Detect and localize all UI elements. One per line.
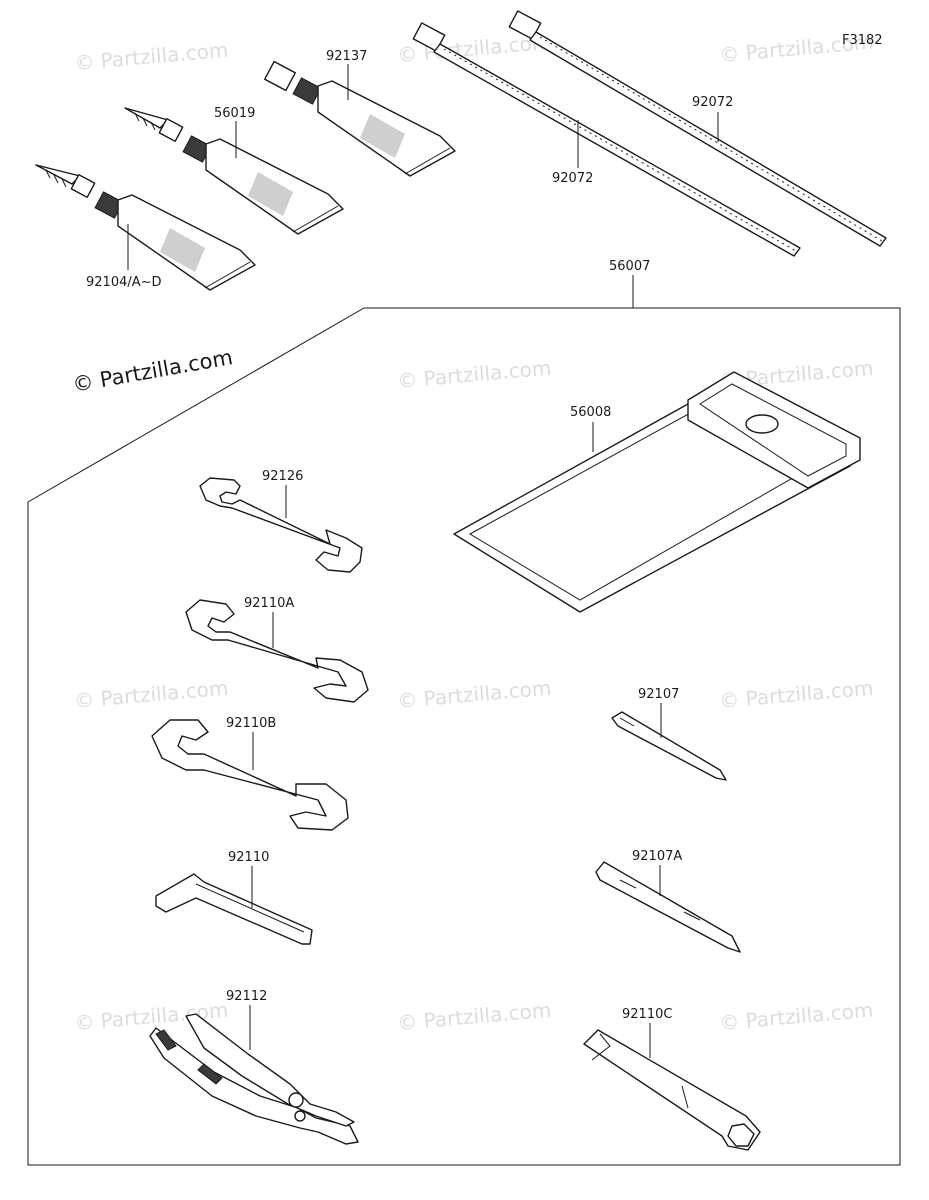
band-92072-lower xyxy=(412,22,801,257)
label-92107: 92107 xyxy=(638,687,679,702)
sealant-tube-56019 xyxy=(124,107,344,235)
copyright-text: © Partzilla.com xyxy=(71,345,235,397)
label-92110a: 92110A xyxy=(244,596,294,611)
label-92110c: 92110C xyxy=(622,1007,672,1022)
label-56008: 56008 xyxy=(570,405,611,420)
pliers-92112 xyxy=(149,1013,359,1145)
driver-92107 xyxy=(611,711,727,781)
hex-wrench-92110 xyxy=(155,873,313,945)
label-92112: 92112 xyxy=(226,989,267,1004)
watermark: © Partzilla.com xyxy=(396,676,552,713)
label-92110b: 92110B xyxy=(226,716,276,731)
label-92137: 92137 xyxy=(326,49,367,64)
watermark: © Partzilla.com xyxy=(718,998,874,1035)
sealant-tube-92137 xyxy=(264,60,456,177)
tool-case-56008 xyxy=(453,371,861,613)
label-56019: 56019 xyxy=(214,106,255,121)
wrench-92126 xyxy=(199,477,363,573)
watermark: © Partzilla.com xyxy=(73,38,229,75)
driver-92107a xyxy=(595,861,741,953)
watermark: © Partzilla.com xyxy=(396,356,552,393)
label-92110: 92110 xyxy=(228,850,269,865)
watermark: © Partzilla.com xyxy=(73,676,229,713)
spark-plug-wrench-92110c xyxy=(583,1029,761,1151)
label-92104: 92104/A~D xyxy=(86,275,162,290)
label-92072-lower: 92072 xyxy=(552,171,593,186)
watermark: © Partzilla.com xyxy=(718,676,874,713)
figure-code: F3182 xyxy=(842,33,883,48)
wrench-92110a xyxy=(185,599,369,703)
wrench-92110b xyxy=(151,719,349,831)
label-92072-upper: 92072 xyxy=(692,95,733,110)
label-56007: 56007 xyxy=(609,259,650,274)
sealant-tube-92104 xyxy=(35,164,256,291)
label-92126: 92126 xyxy=(262,469,303,484)
watermark: © Partzilla.com xyxy=(396,998,552,1035)
label-92107a: 92107A xyxy=(632,849,682,864)
tool-kit-outline xyxy=(27,307,901,1166)
band-92072-upper xyxy=(508,10,887,247)
